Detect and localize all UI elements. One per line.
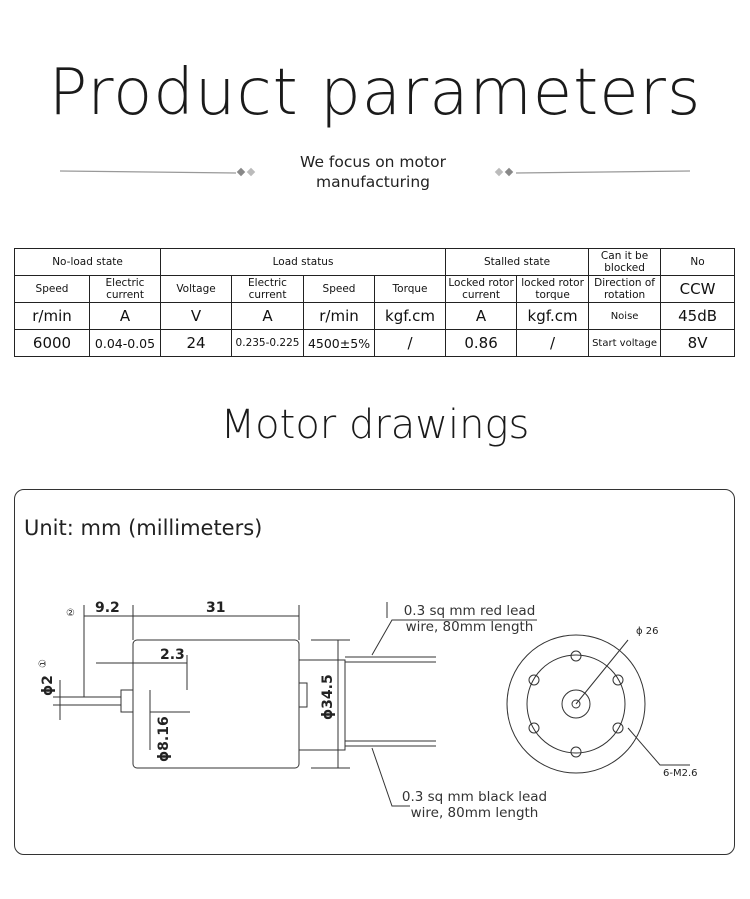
value-cell: 24	[160, 329, 233, 357]
dim-phi34-5: ϕ34.5	[320, 674, 336, 720]
dim-phi26: ϕ 26	[636, 626, 659, 637]
header-cell: Electric current	[88, 275, 162, 303]
value-cell: /	[374, 329, 447, 357]
unit-cell: A	[231, 302, 305, 330]
header-cell: Direction of rotation	[588, 275, 662, 303]
red-lead-label: 0.3 sq mm red lead wire, 80mm length	[403, 603, 536, 635]
header-cell: Locked rotor current	[445, 275, 518, 303]
mark-1: ①	[38, 659, 49, 668]
group-blocked: Can it be blocked	[588, 248, 662, 276]
black-lead-label: 0.3 sq mm black lead wire, 80mm length	[401, 789, 548, 821]
dim-2-3: 2.3	[160, 647, 185, 663]
mark-2: ②	[66, 608, 75, 619]
left-divider	[60, 167, 256, 177]
dim-31: 31	[206, 600, 225, 616]
drawing-panel	[14, 489, 735, 855]
parameters-table: No-load state Load status Stalled state …	[13, 248, 736, 357]
dim-9-2: 9.2	[95, 600, 120, 616]
value-cell: 4500±5%	[303, 329, 376, 357]
unit-label: Unit: mm (millimeters)	[24, 516, 263, 540]
dim-phi2: ϕ2	[40, 675, 56, 696]
unit-cell: r/min	[303, 302, 376, 330]
group-stalled: Stalled state	[445, 248, 590, 276]
group-no-load: No-load state	[13, 248, 162, 276]
header-cell: CCW	[660, 275, 736, 303]
header-cell: locked rotor torque	[516, 275, 590, 303]
page-title: Product parameters	[48, 56, 702, 130]
value-cell: 0.04-0.05	[88, 329, 162, 357]
unit-cell: A	[88, 302, 162, 330]
right-divider	[494, 167, 691, 177]
dim-holes: 6-M2.6	[663, 768, 698, 779]
header-cell: Torque	[374, 275, 447, 303]
subtitle: We focus on motor manufacturing	[300, 153, 446, 191]
group-no: No	[660, 248, 736, 276]
value-cell: 0.235-0.225	[231, 329, 305, 357]
value-cell: 0.86	[445, 329, 518, 357]
value-cell: Start voltage	[588, 329, 662, 357]
value-cell: /	[516, 329, 590, 357]
value-cell: 8V	[660, 329, 736, 357]
value-cell: 6000	[14, 329, 90, 357]
dim-phi8-16: ϕ8.16	[156, 716, 172, 762]
header-cell: Electric current	[231, 275, 305, 303]
section-title: Motor drawings	[220, 402, 530, 448]
